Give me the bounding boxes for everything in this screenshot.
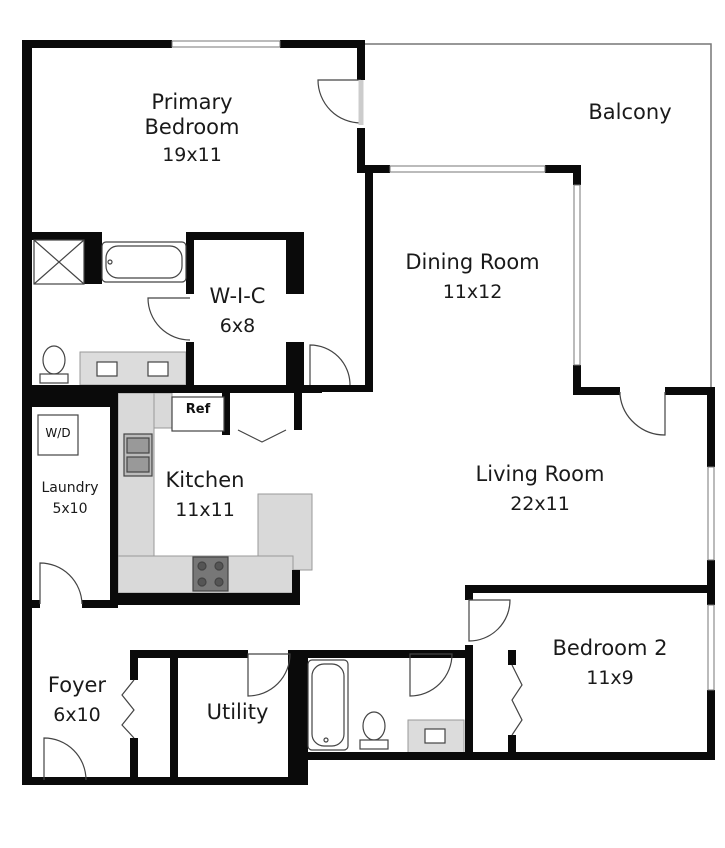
room-wic: W-I-C 6x8 [195,284,280,338]
room-name: Utility [206,700,269,724]
room-primary-bedroom: Primary Bedroom 19x11 [122,90,262,167]
room-kitchen: Kitchen 11x11 [150,468,260,522]
fixtures [33,239,446,751]
room-name: Foyer [47,673,107,697]
room-dimensions: 22x11 [510,493,570,516]
room-dimensions: 11x11 [175,499,235,522]
room-name: Dining Room [405,250,540,274]
doors [39,79,666,781]
washer-dryer-label: W/D [45,426,71,440]
room-dimensions: 6x8 [219,315,256,338]
room-dimensions: 11x12 [442,281,503,304]
room-name: Balcony [588,100,672,124]
room-foyer: Foyer 6x10 [32,673,122,727]
room-name: W-I-C [209,284,266,308]
room-name: Primary Bedroom [144,90,240,140]
room-laundry: Laundry 5x10 [30,480,110,518]
room-name: Kitchen [165,468,245,492]
windows [171,40,715,691]
vanities [79,351,465,754]
room-living: Living Room 22x11 [455,462,625,516]
room-name: Laundry [41,480,99,496]
room-name: Living Room [475,462,605,486]
room-utility: Utility [180,700,295,725]
room-bedroom-2: Bedroom 2 11x9 [530,636,690,690]
walls [22,40,715,785]
room-balcony: Balcony [565,100,695,125]
balcony-outline [362,43,712,388]
room-dimensions: 11x9 [586,667,634,690]
room-dimensions: 19x11 [162,144,222,167]
room-dining: Dining Room 11x12 [385,250,560,304]
room-dimensions: 6x10 [53,704,101,727]
room-name: Bedroom 2 [552,636,668,660]
room-dimensions: 5x10 [52,500,88,517]
refrigerator-label: Ref [185,402,211,417]
